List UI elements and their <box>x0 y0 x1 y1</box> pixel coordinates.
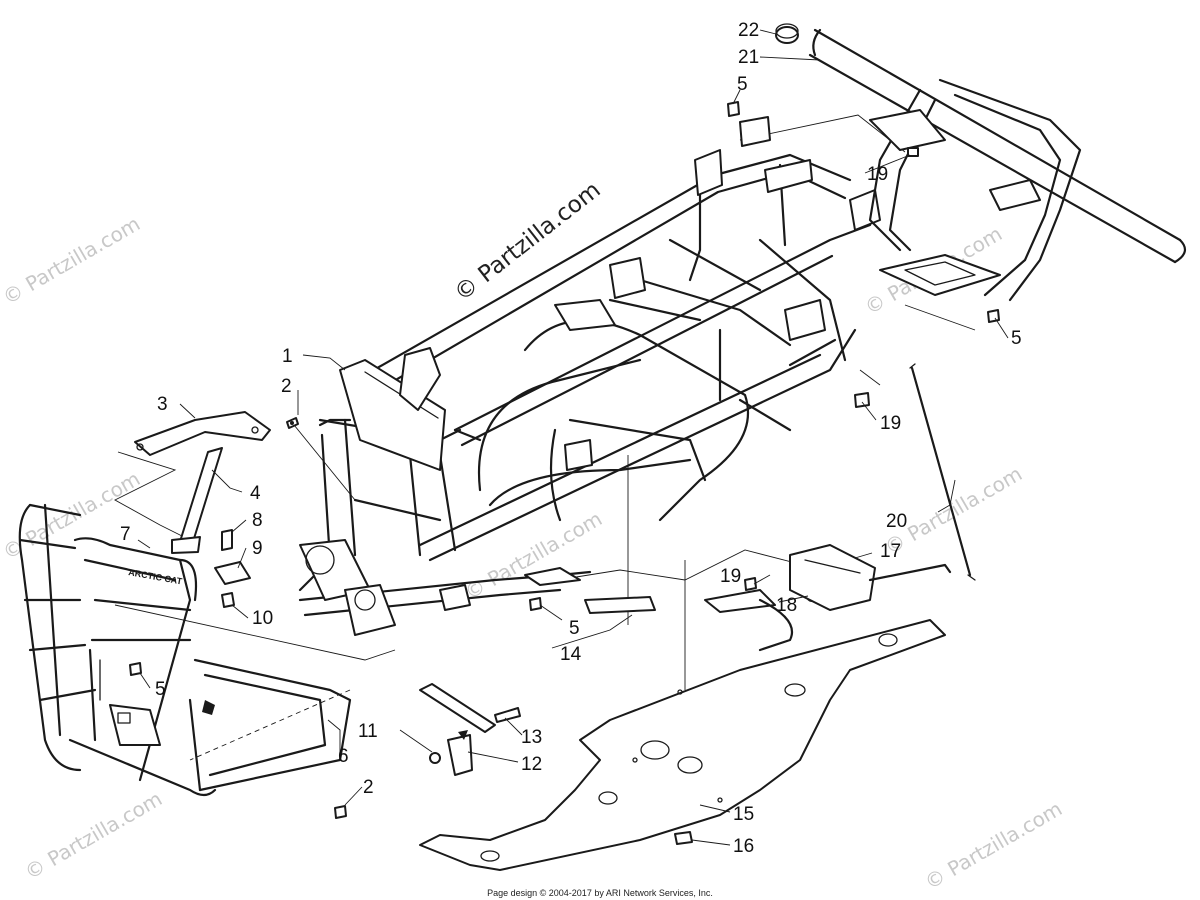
watermark-repeat: © Partzilla.com <box>0 466 144 564</box>
watermark-main: © Partzilla.com <box>450 177 606 307</box>
main-frame <box>298 149 881 636</box>
callout-19: 19 <box>867 164 888 185</box>
callout-19: 19 <box>720 566 741 587</box>
callout-2: 2 <box>281 376 292 397</box>
callout-18: 18 <box>776 595 797 616</box>
callout-12: 12 <box>521 754 542 775</box>
front-brace <box>171 447 223 554</box>
callout-15: 15 <box>733 804 754 825</box>
callout-10: 10 <box>252 608 273 629</box>
callout-17: 17 <box>880 541 901 562</box>
callout-21: 21 <box>738 47 759 68</box>
callout-labels: 1 2 2 3 4 5 5 5 5 6 7 8 9 10 11 12 13 14… <box>120 20 1022 857</box>
rear-rack <box>808 28 1187 302</box>
prop-rod <box>909 363 976 581</box>
watermark-repeat: © Partzilla.com <box>0 211 144 309</box>
callout-5: 5 <box>737 74 748 95</box>
callout-20: 20 <box>886 511 907 532</box>
callout-3: 3 <box>157 394 168 415</box>
front-bracket-plate <box>134 411 271 456</box>
callout-5: 5 <box>155 679 166 700</box>
watermark-repeat-group: © Partzilla.com © Partzilla.com © Partzi… <box>0 211 1066 894</box>
callout-6: 6 <box>338 746 349 767</box>
callout-1: 1 <box>282 346 293 367</box>
callout-19: 19 <box>880 413 901 434</box>
callout-11: 11 <box>358 721 378 742</box>
watermark-repeat: © Partzilla.com <box>21 786 167 884</box>
footrest-bracket <box>704 544 952 652</box>
hardware <box>129 101 1000 845</box>
callout-13: 13 <box>521 727 542 748</box>
callout-4: 4 <box>250 483 261 504</box>
callout-22: 22 <box>738 20 759 41</box>
callout-8: 8 <box>252 510 263 531</box>
assembly-guide-lines <box>114 114 976 761</box>
skid-mount-bar <box>419 683 496 733</box>
callout-5: 5 <box>1011 328 1022 349</box>
callout-7: 7 <box>120 524 131 545</box>
watermark-repeat: © Partzilla.com <box>921 796 1067 894</box>
callout-leaders <box>137 29 1009 846</box>
watermark-repeat: © Partzilla.com <box>461 506 607 604</box>
skid-plate <box>419 619 946 871</box>
footer-credit: Page design © 2004-2017 by ARI Network S… <box>487 888 713 898</box>
callout-5: 5 <box>569 618 580 639</box>
callout-16: 16 <box>733 836 754 857</box>
callout-2: 2 <box>363 777 374 798</box>
callout-9: 9 <box>252 538 263 559</box>
bumper-brand: ARCTIC CAT <box>128 567 184 586</box>
front-bumper: ARCTIC CAT <box>18 503 352 797</box>
callout-14: 14 <box>560 644 582 665</box>
grommet <box>775 23 799 44</box>
decal-strip <box>584 596 656 614</box>
